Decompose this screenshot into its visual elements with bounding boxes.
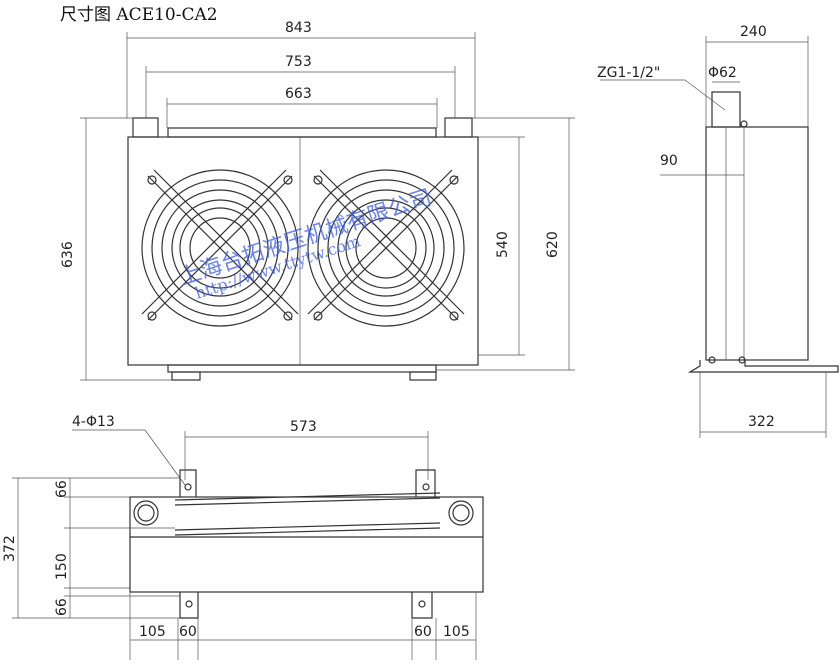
inlet-port	[132, 117, 159, 138]
foot-right	[409, 371, 437, 381]
fan-guard-1	[141, 169, 299, 327]
dim-port-offset: 90	[660, 153, 678, 169]
dim-port-diameter: Φ62	[708, 65, 737, 81]
bottom-strip	[167, 364, 437, 373]
dim-total-depth: 372	[2, 535, 18, 562]
side-view: 240 ZG1-1/2" Φ62 90 322	[597, 24, 839, 438]
side-body	[705, 126, 809, 361]
dim-strip-width: 663	[285, 86, 312, 102]
dim-overall-width: 843	[285, 20, 312, 36]
fan-guard-2	[307, 169, 465, 327]
bracket-bottom-right	[411, 592, 433, 619]
drawing-title: 尺寸图 ACE10-CA2	[60, 5, 218, 25]
dim-overall-height: 636	[60, 241, 76, 268]
outlet-port	[444, 117, 473, 138]
front-view: 843 753 663 636 540 620	[60, 20, 575, 381]
dim-port-thread: ZG1-1/2"	[597, 65, 660, 81]
dim-hole-spacing: 573	[290, 419, 317, 435]
top-strip	[167, 127, 437, 138]
bracket-top-left	[179, 469, 197, 497]
watermark: 上海台拓液压机械有限公司 http://www.ttytw.com	[176, 185, 435, 302]
dim-frame-height: 620	[545, 231, 561, 258]
bottom-view: 4-Φ13 573 372 66 150 66 105 60 60 105	[2, 414, 484, 660]
dim-core-height: 540	[495, 231, 511, 258]
foot-left	[171, 371, 201, 381]
dim-left-offset: 105	[139, 624, 166, 640]
dim-port-spacing: 753	[285, 54, 312, 70]
dim-top-margin: 66	[54, 480, 70, 498]
dim-right-bracket: 60	[414, 624, 432, 640]
bracket-bottom-left	[179, 592, 199, 619]
dim-foot-width: 322	[748, 414, 775, 430]
dim-bottom-margin: 66	[54, 598, 70, 616]
dim-right-offset: 105	[443, 624, 470, 640]
dim-mid-span: 150	[54, 553, 70, 580]
bottom-body	[129, 496, 484, 593]
dim-depth: 240	[740, 24, 767, 40]
bracket-top-right	[415, 469, 436, 497]
side-foot	[687, 360, 839, 373]
side-port	[711, 91, 741, 128]
dim-left-bracket: 60	[179, 624, 197, 640]
dim-hole-spec: 4-Φ13	[72, 414, 115, 430]
